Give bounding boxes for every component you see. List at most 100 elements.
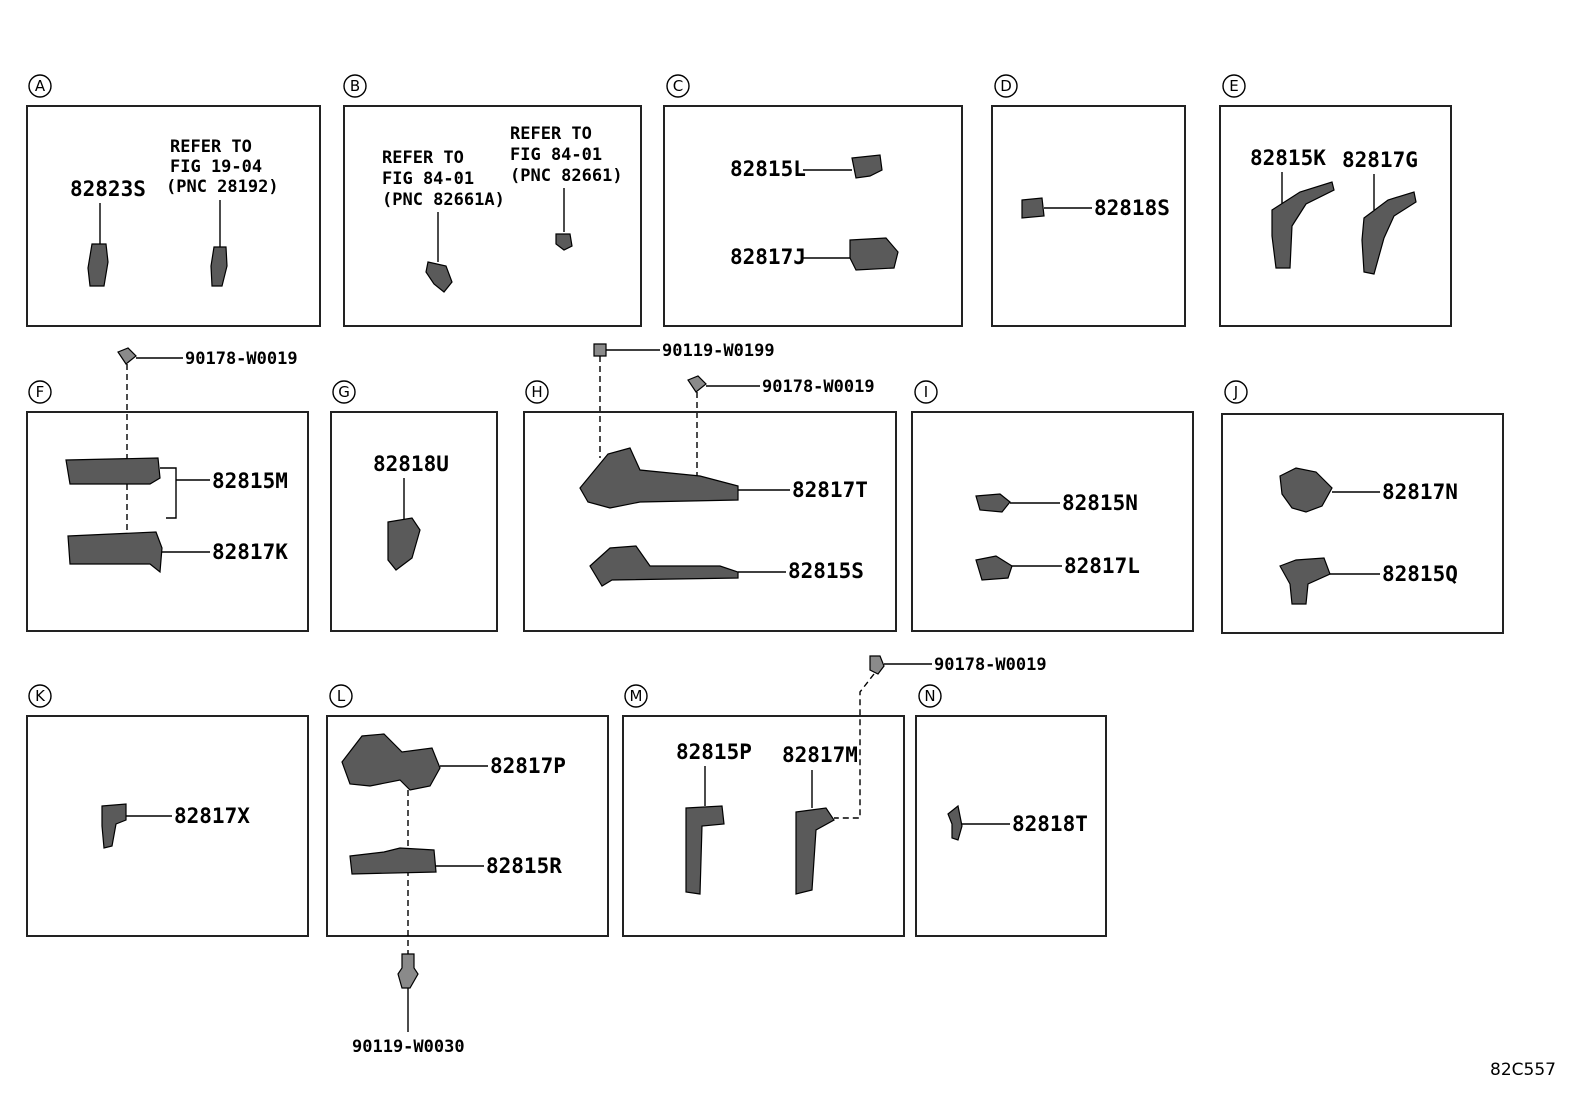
section-k-marker <box>28 684 52 708</box>
section-m-letter: M <box>630 687 643 705</box>
refer-to-label: REFER TO <box>170 137 252 157</box>
section-l-marker <box>329 684 353 708</box>
section-a-letter: A <box>35 77 46 95</box>
section-d-frame <box>991 105 1186 327</box>
refer-to-label-1: REFER TO <box>382 148 464 168</box>
fastener-label-l[interactable]: 90119-W0030 <box>352 1037 465 1057</box>
part-label-82817g[interactable]: 82817G <box>1342 148 1418 172</box>
section-g-frame <box>330 411 498 632</box>
part-label-82815k[interactable]: 82815K <box>1250 146 1326 170</box>
part-label-82815p[interactable]: 82815P <box>676 740 752 764</box>
fastener-label-h2[interactable]: 90178-W0019 <box>762 377 875 397</box>
part-82817x-shape[interactable] <box>101 803 127 849</box>
part-label-82817l[interactable]: 82817L <box>1064 554 1140 578</box>
part-82823s-shape[interactable] <box>87 243 109 287</box>
fastener-label-f[interactable]: 90178-W0019 <box>185 349 298 369</box>
part-label-82817n[interactable]: 82817N <box>1382 480 1458 504</box>
part-82817g-shape[interactable] <box>1361 191 1417 275</box>
bolt-l-icon[interactable] <box>397 953 419 989</box>
section-l-letter: L <box>337 687 346 705</box>
diagram-code: 82C557 <box>1490 1060 1556 1080</box>
section-g-letter: G <box>338 383 350 401</box>
refer-fig-label[interactable]: FIG 19-04 <box>170 157 262 177</box>
part-82815r-shape[interactable] <box>349 847 437 875</box>
bolt-h-icon[interactable] <box>593 343 607 357</box>
part-label-82817k[interactable]: 82817K <box>212 540 288 564</box>
refer-pnc-label: (PNC 28192) <box>166 177 279 197</box>
section-n-marker <box>918 684 942 708</box>
section-n-letter: N <box>924 687 935 705</box>
section-m-frame <box>622 715 905 937</box>
part-label-82818u[interactable]: 82818U <box>373 452 449 476</box>
section-m: 90178-W0019 M 82815P 82817M <box>622 655 1047 937</box>
section-a-frame <box>26 105 321 327</box>
section-g-marker <box>332 380 356 404</box>
part-82815k-shape[interactable] <box>1271 181 1335 269</box>
refer-pnc-label-1: (PNC 82661A) <box>382 190 505 210</box>
part-label-82818s[interactable]: 82818S <box>1094 196 1170 220</box>
part-82815s-shape[interactable] <box>589 545 739 587</box>
section-e-frame <box>1219 105 1452 327</box>
part-82815m-shape[interactable] <box>65 457 161 485</box>
part-label-82815s[interactable]: 82815S <box>788 559 864 583</box>
section-j-frame <box>1221 413 1504 634</box>
part-label-82815q[interactable]: 82815Q <box>1382 562 1458 586</box>
part-82818t-shape[interactable] <box>947 804 963 841</box>
section-h-frame <box>523 411 897 632</box>
section-i: I 82815N 82817L <box>911 380 1194 632</box>
part-82818u-shape[interactable] <box>387 517 421 571</box>
nut-h-icon[interactable] <box>687 375 707 393</box>
part-label-82817x[interactable]: 82817X <box>174 804 250 828</box>
section-a: A 82823S REFER TO FIG 19-04 (PNC 28192) <box>26 74 321 327</box>
section-c-letter: C <box>673 77 683 95</box>
section-l: L 82817P 82815R 90119-W0030 <box>326 684 609 1057</box>
part-82817n-shape[interactable] <box>1279 467 1333 513</box>
refer-fig-label-2[interactable]: FIG 84-01 <box>510 145 602 165</box>
part-82817k-shape[interactable] <box>67 531 163 574</box>
fastener-f-icon[interactable] <box>117 347 137 365</box>
part-label-82815n[interactable]: 82815N <box>1062 491 1138 515</box>
section-f-marker <box>28 380 52 404</box>
part-label-82823s[interactable]: 82823S <box>70 177 146 201</box>
part-82817p-shape[interactable] <box>341 733 441 791</box>
section-h-letter: H <box>531 383 542 401</box>
section-j-letter: J <box>1233 383 1238 401</box>
part-82817j-shape[interactable] <box>849 237 899 271</box>
fastener-label-h1[interactable]: 90119-W0199 <box>662 341 775 361</box>
part-label-82817p[interactable]: 82817P <box>490 754 566 778</box>
section-f-frame <box>26 411 309 632</box>
nut-m-icon[interactable] <box>869 655 885 675</box>
part-82815q-shape[interactable] <box>1279 557 1331 605</box>
part-82817l-shape[interactable] <box>975 555 1013 581</box>
section-c-marker <box>666 74 690 98</box>
part-82815p-shape[interactable] <box>685 805 725 895</box>
part-label-82817t[interactable]: 82817T <box>792 478 868 502</box>
part-label-82818t[interactable]: 82818T <box>1012 812 1088 836</box>
section-j: J 82817N 82815Q <box>1221 380 1504 634</box>
section-d-marker <box>994 74 1018 98</box>
refer-to-label-2: REFER TO <box>510 124 592 144</box>
section-b-frame <box>343 105 642 327</box>
section-j-marker <box>1224 380 1248 404</box>
part-label-82817j[interactable]: 82817J <box>730 245 806 269</box>
part-82817m-shape[interactable] <box>795 807 835 895</box>
part-82815n-shape[interactable] <box>975 493 1011 513</box>
section-k: K 82817X <box>26 684 309 937</box>
part-label-82815r[interactable]: 82815R <box>486 854 562 878</box>
section-n: N 82818T <box>915 684 1107 937</box>
part-82815l-shape[interactable] <box>851 154 883 179</box>
fastener-label-m[interactable]: 90178-W0019 <box>934 655 1047 675</box>
ref-part-b1-shape <box>425 261 453 293</box>
section-h: 90119-W0199 90178-W0019 H 82817T 82815S <box>523 341 897 632</box>
section-b-letter: B <box>350 77 360 95</box>
refer-fig-label-1[interactable]: FIG 84-01 <box>382 169 474 189</box>
part-label-82817m[interactable]: 82817M <box>782 743 858 767</box>
section-e: E 82815K 82817G <box>1219 74 1452 327</box>
part-82818s-shape[interactable] <box>1021 197 1045 219</box>
part-label-82815l[interactable]: 82815L <box>730 157 806 181</box>
section-i-letter: I <box>924 383 928 401</box>
part-label-82815m[interactable]: 82815M <box>212 469 288 493</box>
section-e-letter: E <box>1229 77 1238 95</box>
part-82817t-shape[interactable] <box>579 447 739 509</box>
